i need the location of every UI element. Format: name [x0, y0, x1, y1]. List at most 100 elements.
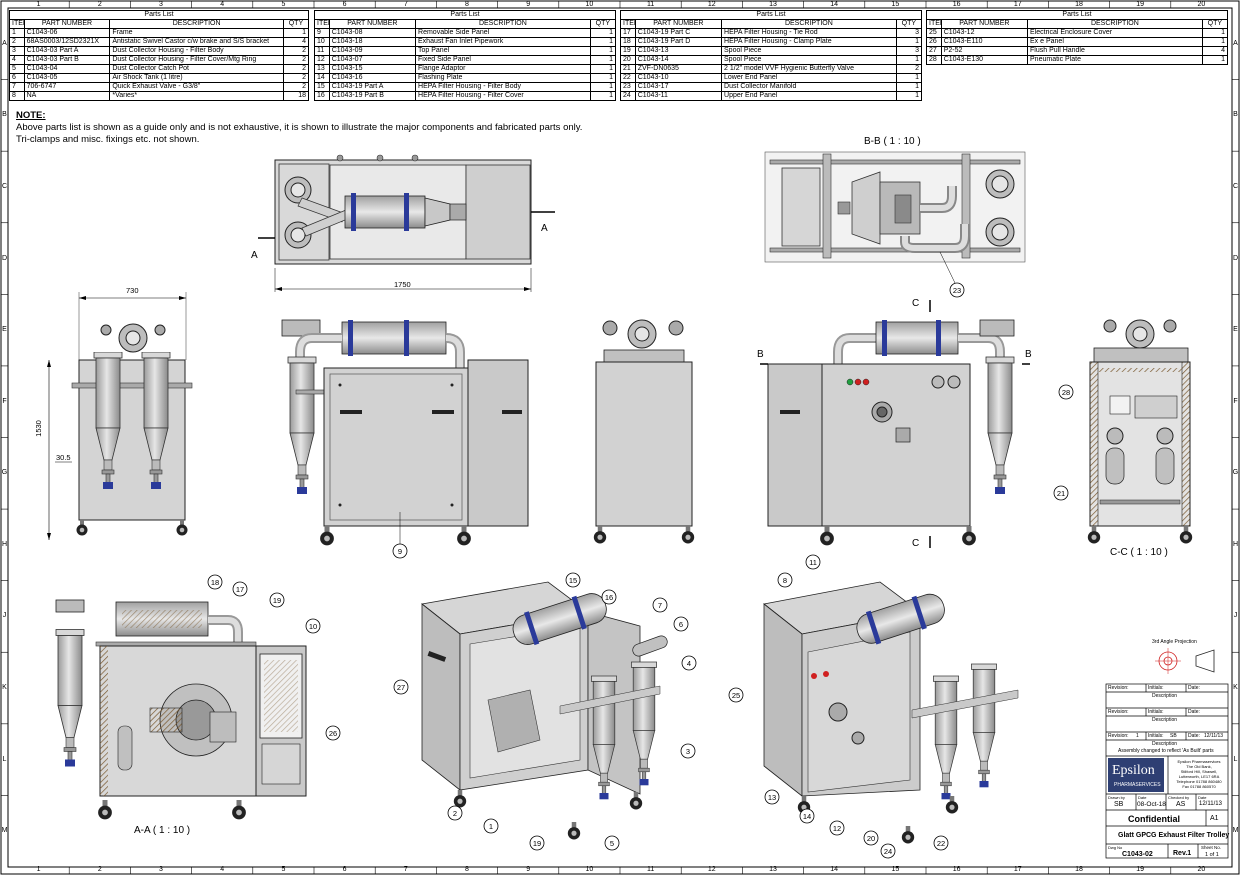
drawing-note: NOTE: Above parts list is shown as a gui… — [16, 110, 582, 146]
cell-part: C1043-12 — [940, 28, 1029, 38]
cell-desc: Fixed Side Panel — [415, 55, 591, 65]
initials-label-3: Initials: — [1148, 733, 1164, 739]
section-marker-b-left: B — [757, 349, 764, 360]
zone-label: L — [1233, 755, 1238, 763]
balloon-number: 27 — [397, 683, 405, 692]
column-header-desc: DESCRIPTION — [1027, 19, 1203, 29]
checked-date: 12/11/13 — [1199, 801, 1222, 807]
cell-qty: 2 — [282, 64, 310, 74]
zone-label: 2 — [97, 1, 102, 8]
zone-label: 8 — [465, 866, 469, 873]
zone-label: 18 — [1075, 866, 1083, 873]
cell-part: 68AS0003/12SD2321X — [23, 37, 111, 47]
dimension-length: 1750 — [394, 280, 411, 289]
cell-desc: Dust Collector Housing - Filter Cover/Mt… — [109, 55, 284, 65]
cell-desc: HEPA Filter Housing - Filter Cover — [415, 91, 591, 101]
cell-desc: Lower End Panel — [721, 73, 897, 83]
zone-label: 4 — [220, 866, 225, 873]
balloon-b18: 18 — [207, 574, 223, 590]
cell-qty: 2 — [282, 73, 310, 83]
dimension-height: 1530 — [33, 420, 43, 437]
balloon-number: 28 — [1062, 388, 1070, 397]
cell-qty: 1 — [1201, 37, 1229, 47]
cell-desc: HEPA Filter Housing - Clamp Plate — [721, 37, 897, 47]
balloon-b13: 13 — [764, 789, 780, 805]
balloon-b10: 10 — [305, 618, 321, 634]
cell-part: C1043-04 — [23, 64, 111, 74]
isometric-view-left — [421, 581, 668, 840]
balloon-number: 13 — [768, 793, 776, 802]
cell-desc: 2 1/2" model VVF Hygienic Butterfly Valv… — [721, 64, 897, 74]
cell-qty: 1 — [589, 55, 617, 65]
revision-code: Rev.1 — [1173, 850, 1192, 857]
balloon-number: 14 — [803, 812, 811, 821]
zone-label: 9 — [526, 1, 531, 8]
cell-qty: 1 — [589, 64, 617, 74]
zone-label: 1 — [36, 1, 41, 8]
column-header-desc: DESCRIPTION — [721, 19, 897, 29]
cell-item: 20 — [620, 55, 636, 65]
note-line-1: Above parts list is shown as a guide onl… — [16, 122, 583, 133]
cell-item: 14 — [314, 73, 330, 83]
balloon-b15: 15 — [565, 572, 581, 588]
column-header-part: PART NUMBER — [23, 19, 111, 29]
cell-part: C1043-03 Part A — [23, 46, 111, 56]
column-header-qty: QTY — [1201, 19, 1229, 29]
cell-desc: Flange Adaptor — [415, 64, 591, 74]
balloon-number: 25 — [732, 691, 740, 700]
balloon-b7: 7 — [652, 597, 668, 613]
plan-view — [258, 154, 555, 292]
cell-part: C1043-05 — [23, 73, 111, 83]
cell-desc: Dust Collector Catch Pot — [109, 64, 284, 74]
classification: Confidential — [1128, 814, 1180, 824]
cell-qty: 1 — [589, 28, 617, 38]
cell-item: 9 — [314, 28, 330, 38]
zone-label: 13 — [769, 866, 777, 873]
zone-label: 11 — [646, 866, 655, 873]
balloon-number: 16 — [605, 593, 613, 602]
cell-item: 21 — [620, 64, 636, 74]
revision-description: Assembly changed to reflect 'As Built' p… — [1118, 748, 1214, 754]
balloon-b27: 27 — [393, 679, 409, 695]
balloon-number: 8 — [783, 576, 787, 585]
cell-qty: 1 — [895, 37, 923, 47]
balloon-b14: 14 — [799, 808, 815, 824]
zone-label: 6 — [342, 1, 347, 8]
zone-label: E — [1233, 326, 1238, 334]
cell-desc: Ex e Panel — [1027, 37, 1203, 47]
balloon-b2: 2 — [447, 805, 463, 821]
cell-desc: Upper End Panel — [721, 91, 897, 101]
cell-desc: HEPA Filter Housing - Filter Body — [415, 82, 591, 92]
cell-item: 5 — [9, 64, 25, 74]
cell-desc: Frame — [109, 28, 284, 38]
balloon-b16: 16 — [601, 589, 617, 605]
cell-qty: 1 — [589, 82, 617, 92]
cell-qty: 2 — [282, 46, 310, 56]
drawn-date: 08-Oct-18 — [1137, 801, 1166, 808]
balloon-number: 9 — [398, 547, 402, 556]
zone-label: 9 — [526, 866, 531, 873]
balloon-number: 11 — [809, 558, 817, 567]
cell-part: C1043-06 — [23, 28, 111, 38]
zone-label: 10 — [585, 1, 594, 8]
title-block-frame — [1105, 683, 1229, 859]
cell-item: 11 — [314, 46, 330, 56]
balloon-number: 26 — [329, 729, 337, 738]
cell-part: C1043-17 — [634, 82, 723, 92]
cell-desc: Air Shock Tank (1 litre) — [109, 73, 284, 83]
sheet-size: A1 — [1210, 815, 1219, 822]
cell-part: C1043-11 — [634, 91, 723, 101]
cell-item: 16 — [314, 91, 330, 101]
cell-item: 25 — [926, 28, 942, 38]
